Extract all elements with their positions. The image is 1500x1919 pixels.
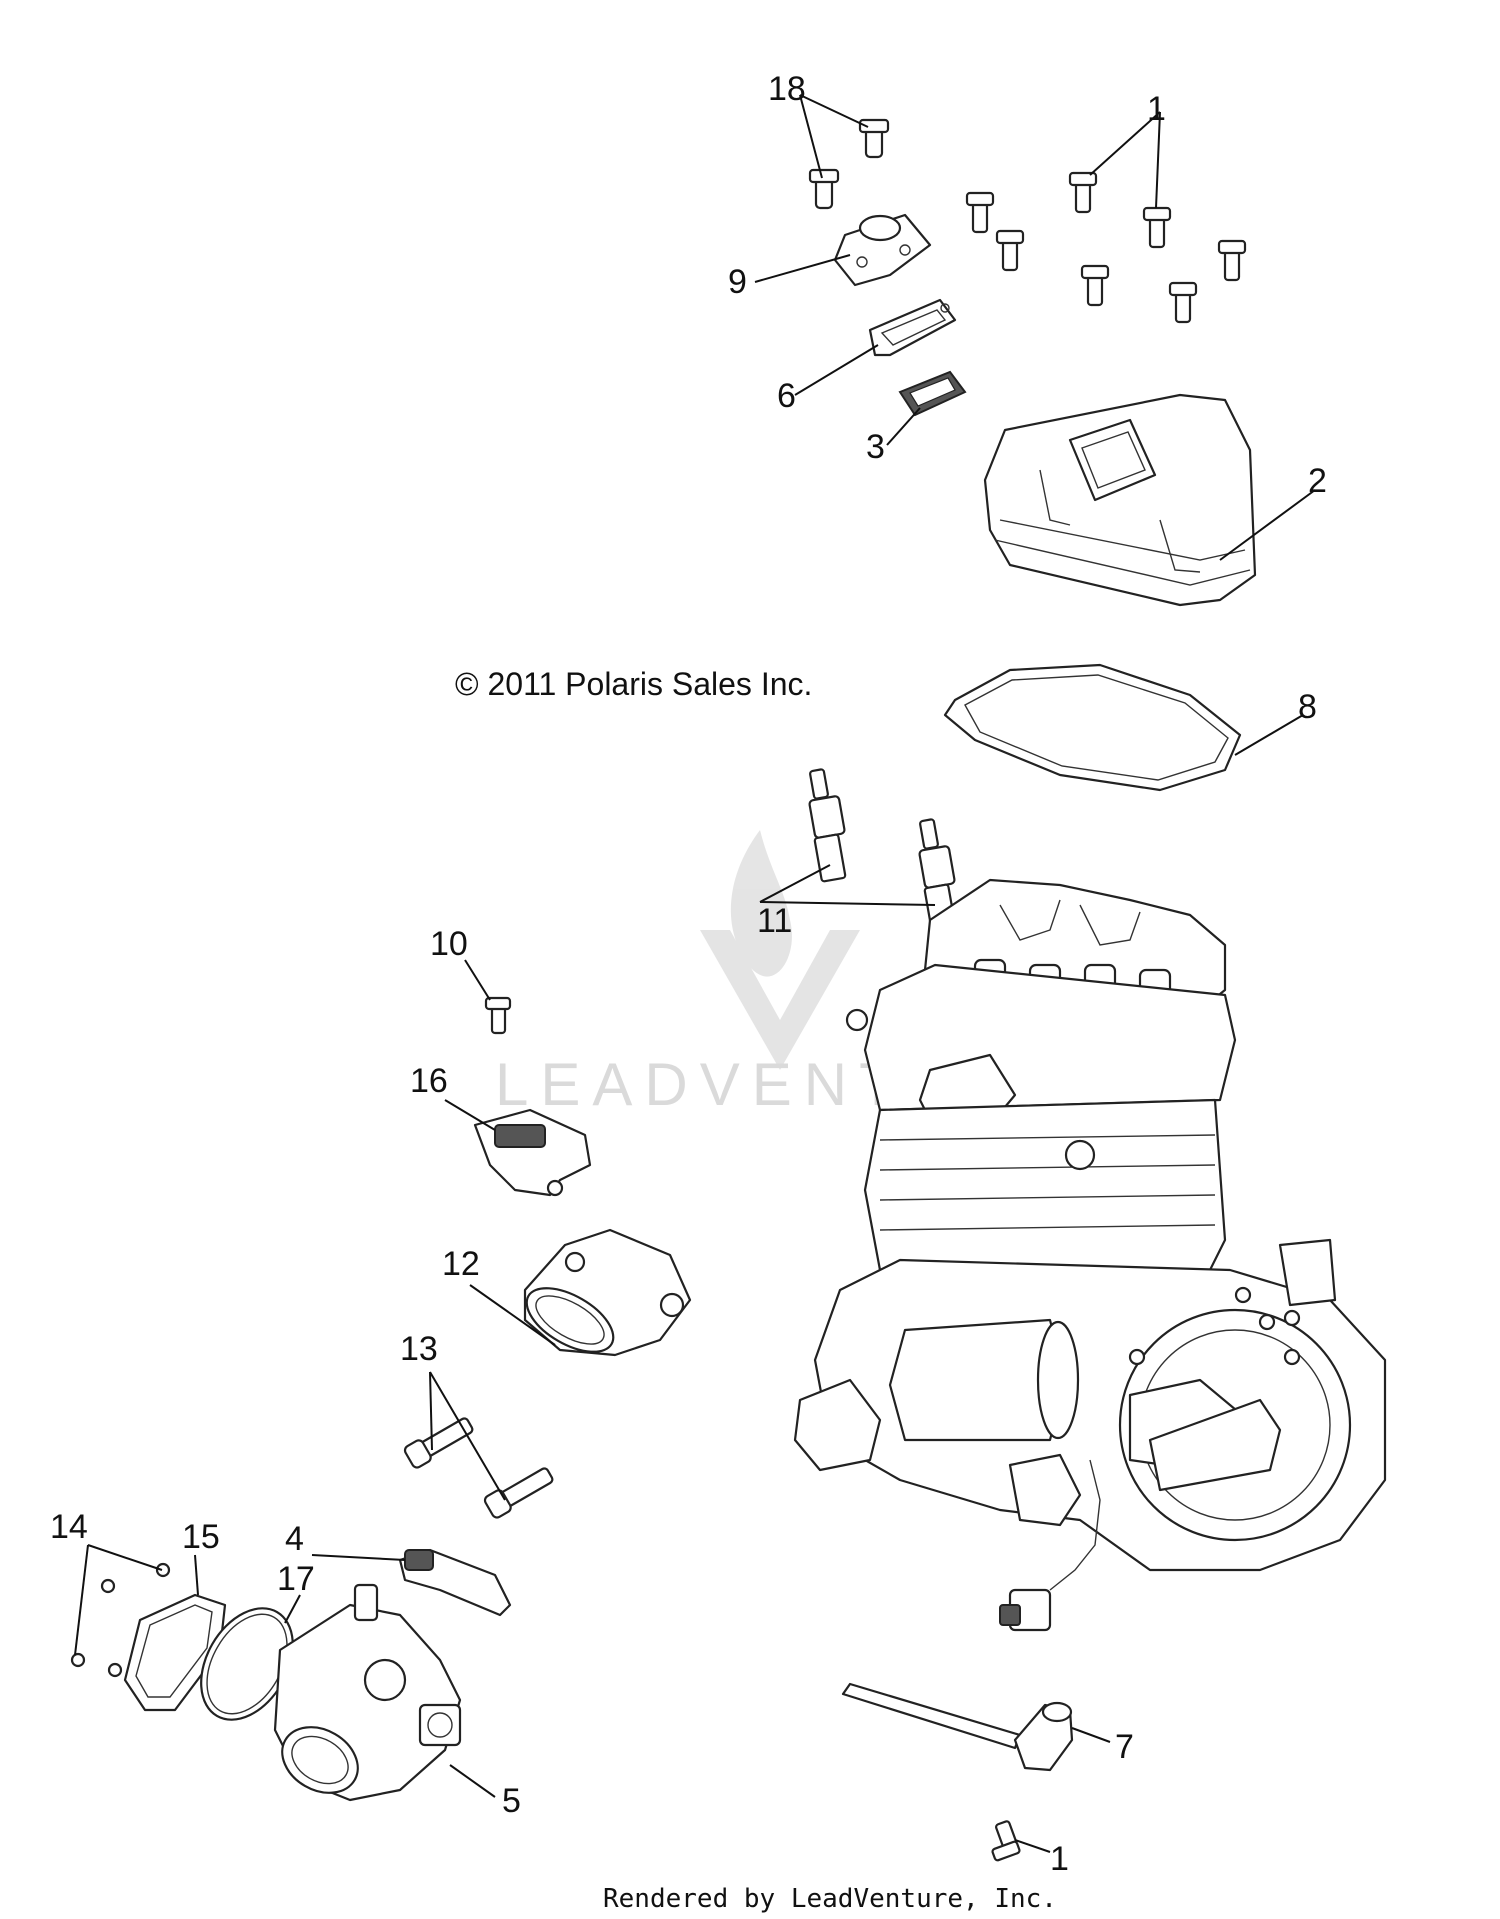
part-filter-3[interactable] (898, 370, 967, 417)
part-valve-cover-gasket-8[interactable] (943, 663, 1242, 792)
part-gasket-6[interactable] (868, 298, 957, 357)
part-bolt-1-bottom[interactable] (991, 1820, 1021, 1862)
part-bolts-13[interactable] (403, 1414, 556, 1520)
part-gasket-plate-15[interactable] (123, 1593, 227, 1712)
part-valve-cover-2[interactable] (983, 393, 1257, 607)
callout-14: 14 (50, 1508, 88, 1546)
watermark-logo-icon (700, 830, 860, 1070)
callout-13: 13 (400, 1330, 438, 1368)
callout-4: 4 (285, 1520, 304, 1558)
callout-3: 3 (866, 428, 885, 466)
part-bolts-1[interactable] (965, 171, 1247, 324)
callout-15: 15 (182, 1518, 220, 1556)
callout-16: 16 (410, 1062, 448, 1100)
callout-18: 18 (768, 70, 806, 108)
part-sensor-16[interactable] (473, 1108, 592, 1197)
callout-10: 10 (430, 925, 468, 963)
rendered-by-text: Rendered by LeadVenture, Inc. (603, 1884, 1057, 1914)
callout-5: 5 (502, 1782, 521, 1820)
callouts: 18 1 9 6 3 2 8 11 10 16 12 13 14 15 4 17… (50, 70, 1327, 1878)
part-bolt-18b[interactable] (808, 168, 840, 210)
callout-7: 7 (1115, 1728, 1134, 1766)
callout-1-bottom: 1 (1050, 1840, 1069, 1878)
part-clamp-4[interactable] (398, 1548, 512, 1617)
part-bolt-18a[interactable] (858, 118, 890, 159)
part-engine-assembly[interactable] (793, 878, 1387, 1632)
part-sensor-7[interactable] (841, 1682, 1074, 1772)
callout-9: 9 (728, 263, 747, 301)
part-screws-14[interactable] (70, 1562, 171, 1678)
part-bolt-10[interactable] (484, 996, 512, 1035)
callout-11: 11 (757, 902, 792, 940)
copyright-text: © 2011 Polaris Sales Inc. (455, 666, 812, 702)
callout-6: 6 (777, 377, 796, 415)
part-spark-plug-11a[interactable] (808, 768, 847, 883)
callout-1-top: 1 (1147, 90, 1166, 128)
callout-8: 8 (1298, 688, 1317, 726)
callout-12: 12 (442, 1245, 480, 1283)
part-intake-boot-12[interactable] (516, 1228, 692, 1365)
callout-17: 17 (277, 1560, 315, 1598)
leader-lines (74, 94, 1316, 1853)
part-breather-housing-9[interactable] (833, 213, 932, 287)
callout-2: 2 (1308, 462, 1327, 500)
part-throttle-body-5[interactable] (270, 1583, 462, 1806)
